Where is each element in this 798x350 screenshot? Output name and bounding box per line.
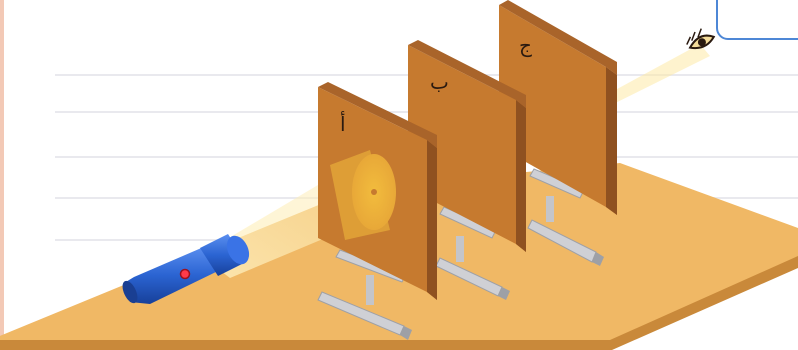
screen-a-label: أ [340, 112, 346, 136]
eye-icon [683, 26, 715, 52]
callout-box [716, 0, 798, 40]
screen-b-label: ب [430, 70, 449, 94]
screen-c-label: ج [519, 33, 532, 57]
